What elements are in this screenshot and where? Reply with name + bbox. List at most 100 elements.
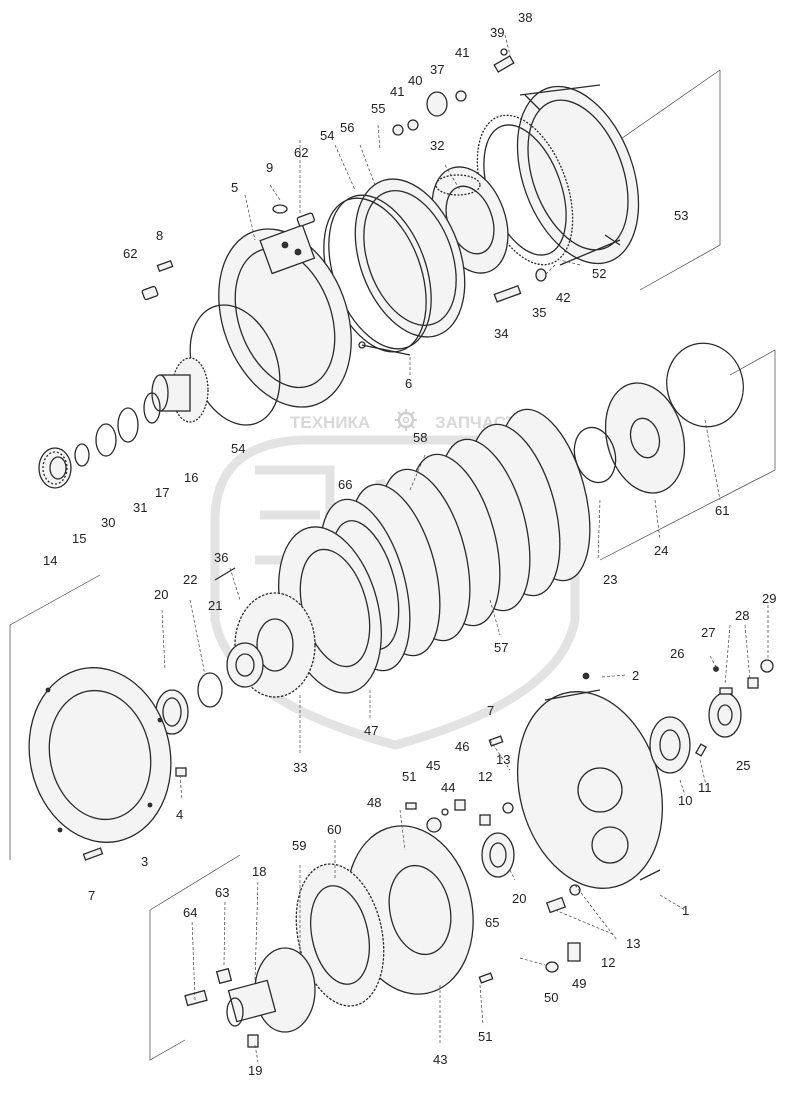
label-54-bottom: 54 — [231, 441, 245, 456]
part-61-snap-ring — [666, 342, 744, 428]
label-40: 40 — [408, 73, 422, 88]
small-hardware-lower — [184, 659, 774, 1048]
label-43: 43 — [433, 1052, 447, 1067]
label-9: 9 — [266, 160, 273, 175]
part-59-gear-disc — [295, 863, 385, 1007]
part-14-bearing — [38, 447, 72, 489]
label-47: 47 — [364, 723, 378, 738]
label-11: 11 — [698, 780, 712, 795]
label-10: 10 — [678, 793, 692, 808]
part-25-yoke — [708, 692, 742, 738]
label-51-bottom: 51 — [478, 1029, 492, 1044]
label-19: 19 — [248, 1063, 262, 1078]
label-42: 42 — [556, 290, 570, 305]
label-28: 28 — [735, 608, 749, 623]
label-22: 22 — [183, 572, 197, 587]
label-31: 31 — [133, 500, 147, 515]
label-52: 52 — [592, 266, 606, 281]
label-8: 8 — [156, 228, 163, 243]
label-33: 33 — [293, 760, 307, 775]
label-18: 18 — [252, 864, 266, 879]
label-20-top: 20 — [154, 587, 168, 602]
watermark-text: ТЕХНИКА ЗАПЧАСТИ — [290, 409, 528, 432]
label-26: 26 — [670, 646, 684, 661]
label-14: 14 — [43, 553, 57, 568]
small-hardware-upper — [141, 48, 547, 356]
gear-icon — [395, 409, 417, 431]
label-7-left: 7 — [88, 888, 95, 903]
label-37: 37 — [430, 62, 444, 77]
label-23: 23 — [603, 572, 617, 587]
label-20-bottom: 20 — [512, 891, 526, 906]
label-66: 66 — [338, 477, 352, 492]
label-45: 45 — [426, 758, 440, 773]
label-12-top: 12 — [478, 769, 492, 784]
label-21: 21 — [208, 598, 222, 613]
label-15: 15 — [72, 531, 86, 546]
part-65-seal — [481, 832, 515, 878]
group-frames — [9, 69, 776, 1061]
label-3: 3 — [141, 854, 148, 869]
label-59: 59 — [292, 838, 306, 853]
label-12-bottom: 12 — [601, 955, 615, 970]
part-16-sun-gear — [151, 357, 209, 423]
label-39: 39 — [490, 25, 504, 40]
label-2: 2 — [632, 668, 639, 683]
label-53: 53 — [674, 208, 688, 223]
label-41-bottom: 41 — [390, 84, 404, 99]
label-60: 60 — [327, 822, 341, 837]
part-10-bearing-cap — [649, 716, 691, 774]
part-21-bearing-race — [226, 642, 264, 688]
label-5: 5 — [231, 180, 238, 195]
label-38: 38 — [518, 10, 532, 25]
label-50: 50 — [544, 990, 558, 1005]
label-29: 29 — [762, 591, 776, 606]
label-62-left: 62 — [123, 246, 137, 261]
label-6: 6 — [405, 376, 412, 391]
label-13-bottom: 13 — [626, 936, 640, 951]
label-17: 17 — [155, 485, 169, 500]
part-5-clutch-housing — [218, 224, 352, 408]
part-18-output-shaft — [226, 947, 316, 1033]
label-32: 32 — [430, 138, 444, 153]
label-41-top: 41 — [455, 45, 469, 60]
small-rings-left — [74, 392, 161, 467]
label-34: 34 — [494, 326, 508, 341]
part-22-snap-ring — [197, 672, 223, 708]
label-25: 25 — [736, 758, 750, 773]
label-51-top: 51 — [402, 769, 416, 784]
leader-lines — [161, 34, 769, 1063]
label-55: 55 — [371, 101, 385, 116]
label-30: 30 — [101, 515, 115, 530]
label-36: 36 — [214, 550, 228, 565]
label-46: 46 — [455, 739, 469, 754]
label-64: 64 — [183, 905, 197, 920]
part-1-main-housing — [516, 672, 664, 889]
label-63: 63 — [215, 885, 229, 900]
watermark-text-left: ТЕХНИКА — [290, 413, 370, 432]
label-35: 35 — [532, 305, 546, 320]
label-54-top: 54 — [320, 128, 334, 143]
label-61: 61 — [715, 503, 729, 518]
small-hardware-middle — [82, 567, 236, 861]
part-24-thrust-washer — [604, 382, 686, 494]
label-57: 57 — [494, 640, 508, 655]
label-48: 48 — [367, 795, 381, 810]
part-3-cover-plate — [28, 667, 172, 843]
part-53-clutch-drum — [516, 84, 640, 266]
label-4: 4 — [176, 807, 183, 822]
label-44: 44 — [441, 780, 455, 795]
label-13-top: 13 — [496, 752, 510, 767]
label-58: 58 — [413, 430, 427, 445]
part-56-piston-ring — [354, 178, 466, 338]
label-27: 27 — [701, 625, 715, 640]
part-labels: 38 39 41 37 40 41 55 56 54 32 62 9 5 53 … — [43, 10, 776, 1078]
label-56: 56 — [340, 120, 354, 135]
label-16: 16 — [184, 470, 198, 485]
label-62-top: 62 — [294, 145, 308, 160]
label-7-right: 7 — [487, 703, 494, 718]
label-49: 49 — [572, 976, 586, 991]
label-1: 1 — [682, 903, 689, 918]
label-65: 65 — [485, 915, 499, 930]
